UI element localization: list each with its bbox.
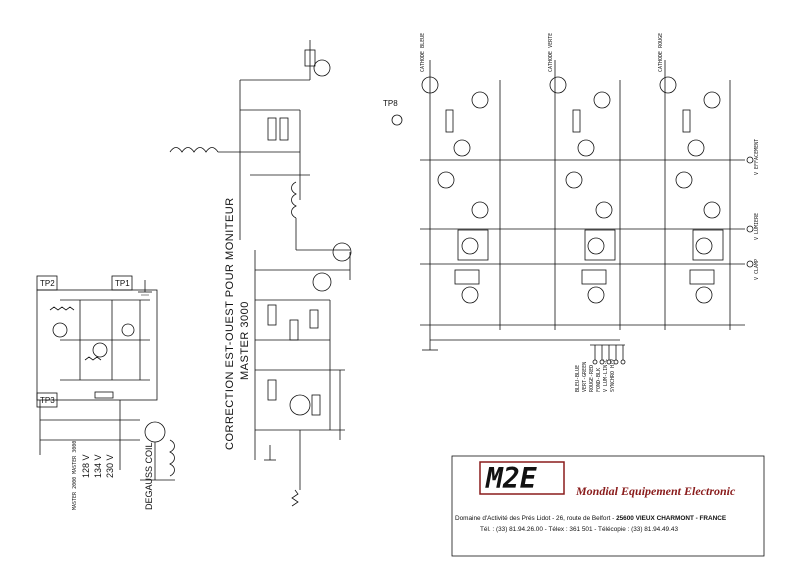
voltage-134-label: 134 V (93, 454, 103, 478)
output-effacement-label: V EFFACEMENT (754, 139, 760, 175)
output-clamp-label: V CLAMP (754, 259, 760, 280)
title-block-frame (451, 455, 765, 557)
voltage-128-label: 128 V (81, 454, 91, 478)
cathode-red-label: CATHODE ROUGE (658, 33, 664, 72)
east-west-correction-section (169, 40, 352, 507)
company-name: Mondial Equipement Electronic (576, 484, 736, 498)
tp2-label: TP2 (40, 279, 55, 288)
tp1-label: TP1 (115, 279, 130, 288)
title-block: M2E Mondial Equipement Electronic Domain… (452, 456, 762, 556)
degauss-coil-label: DEGAUSS COIL (144, 442, 154, 510)
tp2-box (36, 275, 58, 291)
input-vlum-label: V LUM-LIN-C (603, 359, 609, 392)
master-models-label: MASTER 2000 MASTER 3000 (72, 441, 78, 510)
input-sync-label: SYNCHRO H/V (610, 359, 616, 392)
video-amplifier-section (420, 60, 754, 365)
input-blue-label: BLEU-BLUE (575, 365, 581, 392)
input-fond-label: FOND-BLK (596, 368, 602, 392)
m2e-logo: M2E (479, 461, 565, 495)
tp3-label: TP3 (40, 396, 55, 405)
input-red-label: ROUGE-RED (589, 365, 595, 392)
company-phones: Tél. : (33) 81.94.26.00 - Télex : 361 50… (480, 526, 678, 533)
svg-text:M2E: M2E (485, 462, 538, 495)
tp8-point (391, 114, 403, 126)
voltage-230-label: 230 V (105, 454, 115, 478)
cathode-green-label: CATHODE VERTE (548, 33, 554, 72)
power-supply-section (36, 280, 175, 481)
cathode-blue-label: CATHODE BLEUE (420, 33, 426, 72)
company-address: Domaine d'Activité des Prés Lidot - 26, … (455, 515, 727, 522)
title-line-2: MASTER 3000 (239, 301, 251, 380)
tp1-box (111, 275, 133, 291)
tp8-label: TP8 (383, 99, 398, 108)
tp3-box (36, 392, 58, 408)
title-line-1: CORRECTION EST-OUEST POUR MONITEUR (224, 197, 236, 450)
output-lumiere-label: V LUMIERE (754, 213, 760, 240)
input-green-label: VERT-GREEN (582, 362, 588, 392)
